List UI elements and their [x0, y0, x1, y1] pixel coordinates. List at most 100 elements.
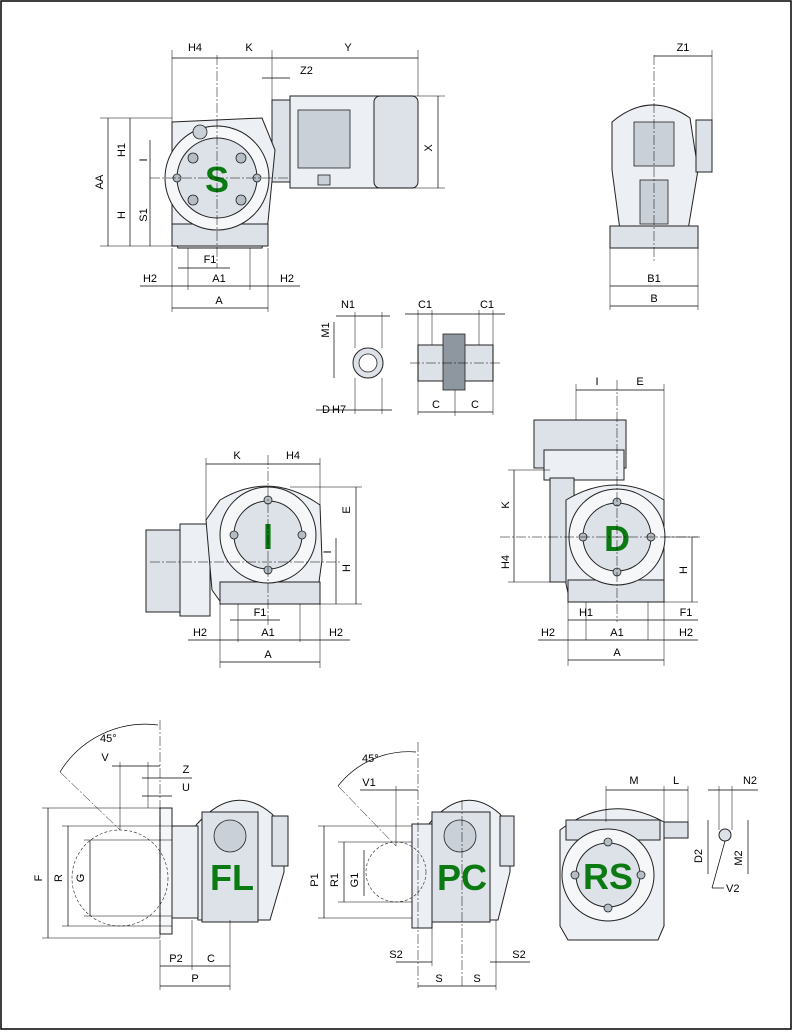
view-rs: RS M L N2 D2 M2 V2 [559, 775, 758, 941]
view-side: Z1 B1 B [609, 42, 713, 310]
dim-a1: A1 [610, 627, 623, 639]
dim-k: K [245, 42, 253, 54]
dim-angle: 45° [362, 753, 379, 765]
dim-h4: H4 [500, 555, 512, 569]
input-shaft [663, 821, 689, 839]
dim-aa: AA [94, 174, 106, 189]
dim-v: V [101, 752, 109, 764]
dim-a: A [264, 649, 272, 661]
view-label-rs: RS [583, 856, 633, 897]
dim-angle: 45° [100, 733, 117, 745]
dim-h7: H7 [332, 404, 346, 416]
dim-h: H [678, 566, 690, 574]
bolt [570, 870, 580, 880]
motor-fan-cover [373, 95, 419, 189]
view-label-fl: FL [210, 857, 254, 898]
input-flange [411, 823, 433, 929]
dim-s-left: S [435, 973, 442, 985]
dim-c1-right: C1 [480, 299, 494, 311]
dim-h1: H1 [116, 143, 128, 157]
dim-b1: B1 [647, 273, 660, 285]
dim-d: D [322, 404, 330, 416]
dim-h2-left: H2 [143, 273, 157, 285]
bore-hole [358, 353, 378, 373]
dim-i: I [138, 158, 150, 161]
view-d: D I E K H4 H H1 F1 H2 A1 H2 A [500, 376, 700, 666]
dim-i: I [595, 376, 598, 388]
dim-f1: F1 [680, 607, 693, 619]
view-pc: PC 45° V1 P1 R1 G1 S2 S2 S S [309, 742, 530, 990]
dim-r: R [53, 874, 65, 882]
side-cover [499, 815, 515, 867]
dim-e: E [636, 376, 643, 388]
motor-terminal-box [297, 109, 351, 169]
dim-m2: M2 [733, 850, 745, 865]
bolt [187, 152, 199, 164]
dim-i: I [322, 550, 334, 553]
dim-f: F [33, 874, 45, 881]
angle-arc [59, 723, 159, 773]
dim-u: U [182, 782, 190, 794]
side-cover [271, 815, 289, 867]
motor-flange [543, 449, 625, 481]
dim-h: H [341, 564, 353, 572]
dim-p2: P2 [169, 953, 182, 965]
dim-k: K [233, 450, 241, 462]
dim-n1: N1 [341, 299, 355, 311]
dim-d2: D2 [693, 849, 705, 863]
dim-v1: V1 [362, 777, 375, 789]
dim-s2-right: S2 [512, 949, 525, 961]
bolt [297, 530, 307, 540]
shaft-hub [442, 333, 466, 391]
view-shaft-details: N1 M1 D H7 C1 C1 C C [316, 299, 505, 416]
dim-s2-left: S2 [389, 949, 402, 961]
bolt [229, 530, 239, 540]
side-cover [695, 119, 713, 173]
dim-c: C [207, 953, 215, 965]
dim-s-right: S [473, 973, 480, 985]
dim-z2: Z2 [300, 65, 313, 77]
dim-a1: A1 [212, 273, 225, 285]
output-flange [159, 807, 173, 935]
bolt [235, 152, 247, 164]
view-fl: FL 45° V Z U F R G P2 C P [33, 720, 289, 990]
motor-foot [317, 174, 331, 186]
dim-p: P [191, 973, 198, 985]
flange-spigot [171, 825, 199, 919]
dim-l: L [673, 775, 679, 787]
dim-g: G [75, 874, 87, 883]
dim-h: H [116, 211, 128, 219]
dim-f1: F1 [204, 254, 217, 266]
dim-x: X [423, 144, 435, 152]
dim-h2-right: H2 [679, 627, 693, 639]
dim-a: A [215, 295, 223, 307]
angle-arc [337, 751, 417, 787]
dim-p1: P1 [309, 873, 321, 886]
dim-v2: V2 [726, 883, 739, 895]
dim-a: A [613, 647, 621, 659]
bolt [636, 870, 646, 880]
dim-y: Y [344, 42, 352, 54]
dim-h2-right: H2 [329, 627, 343, 639]
dim-h4: H4 [188, 42, 202, 54]
dim-h2-left: H2 [541, 627, 555, 639]
gearbox-foot [219, 581, 321, 605]
bolt [187, 194, 199, 206]
dim-b: B [650, 293, 657, 305]
dim-g1: G1 [349, 873, 361, 888]
vent-plug [192, 124, 208, 140]
dim-c-left: C [432, 399, 440, 411]
dim-c-right: C [471, 399, 479, 411]
output-bore [443, 819, 477, 853]
motor-flange [179, 523, 211, 617]
dim-z: Z [183, 764, 190, 776]
output-bore [213, 819, 247, 853]
dim-m1: M1 [320, 322, 332, 337]
dim-h2-right: H2 [280, 273, 294, 285]
dim-r1: R1 [329, 873, 341, 887]
view-i: I K H4 E H I F1 H2 A1 H2 A [145, 450, 362, 668]
dim-n2: N2 [743, 775, 757, 787]
dim-e: E [341, 506, 353, 513]
